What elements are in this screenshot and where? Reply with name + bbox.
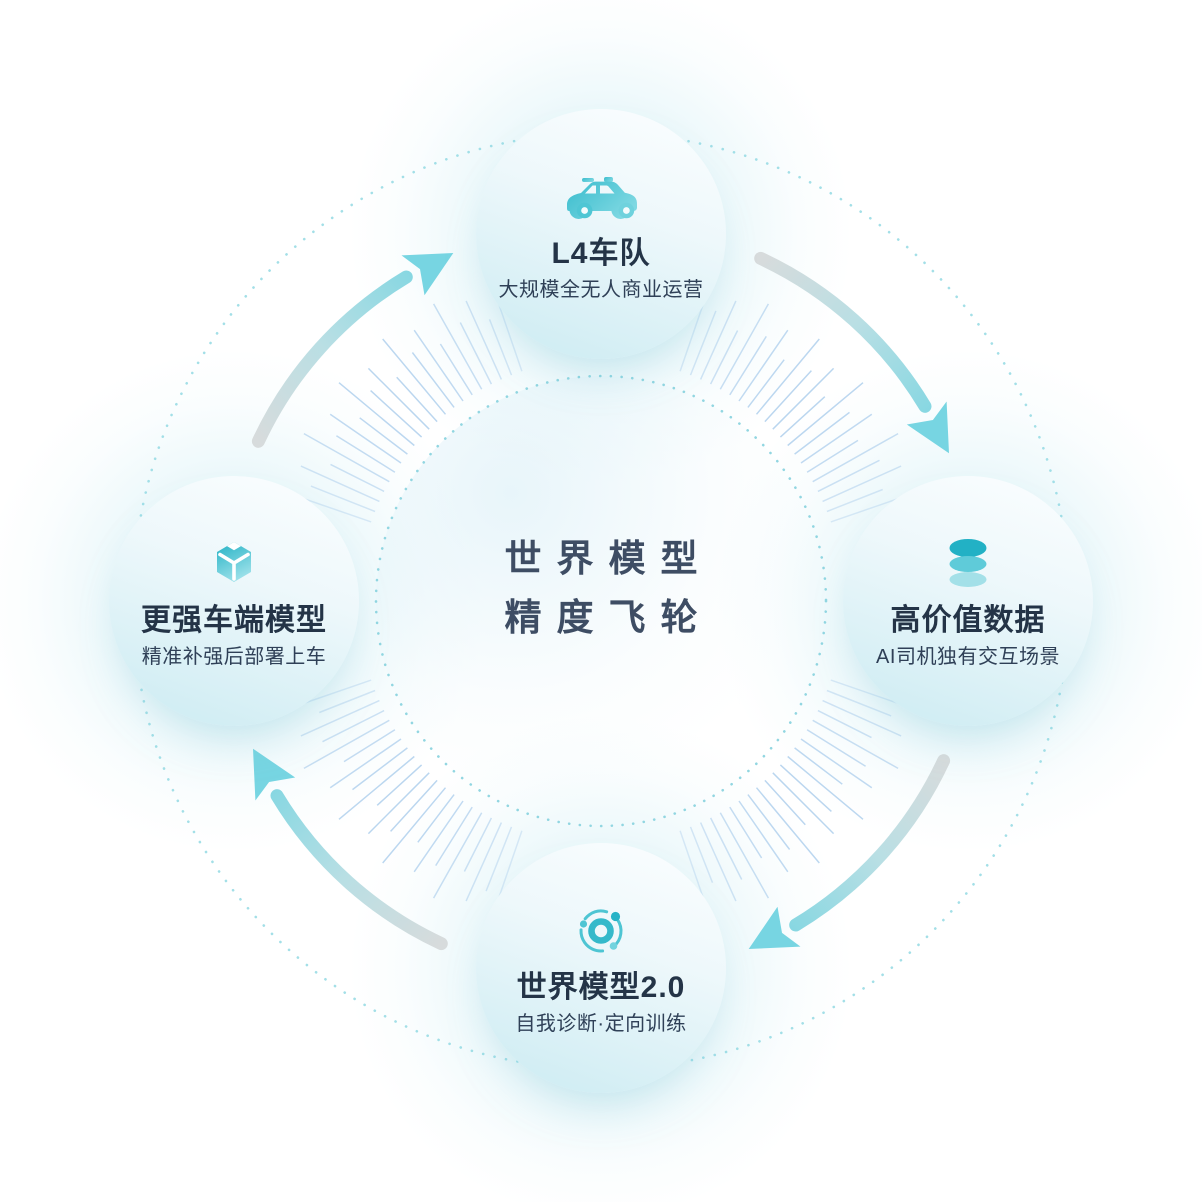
node-title: 高价值数据 [890,603,1046,637]
node-l4-fleet: L4车队 大规模全无人商业运营 [476,109,726,359]
flow-arrow [754,251,949,454]
node-stronger-onboard-model: 更强车端模型 精准补强后部署上车 [109,476,359,726]
node-title: 更强车端模型 [141,603,327,637]
flow-arrow [749,761,944,949]
center-headline: 世界模型 精度飞轮 [351,540,851,636]
node-title: 世界模型2.0 [516,970,686,1004]
node-title: L4车队 [551,236,651,270]
node-subtitle: 精准补强后部署上车 [141,645,327,668]
node-subtitle: 自我诊断·定向训练 [515,1012,687,1035]
orbit-icon [576,903,626,959]
node-subtitle: AI司机独有交互场景 [876,645,1060,668]
node-high-value-data: 高价值数据 AI司机独有交互场景 [843,476,1093,726]
car-icon [560,169,642,225]
node-subtitle: 大规模全无人商业运营 [498,278,704,301]
flow-arrow [258,253,453,441]
cube-icon [210,536,258,592]
center-headline-line1: 世界模型 [504,538,713,579]
node-world-model: 世界模型2.0 自我诊断·定向训练 [476,843,726,1093]
center-headline-line2: 精度飞轮 [504,597,713,638]
database-icon [945,536,991,592]
flow-arrow [253,749,441,944]
